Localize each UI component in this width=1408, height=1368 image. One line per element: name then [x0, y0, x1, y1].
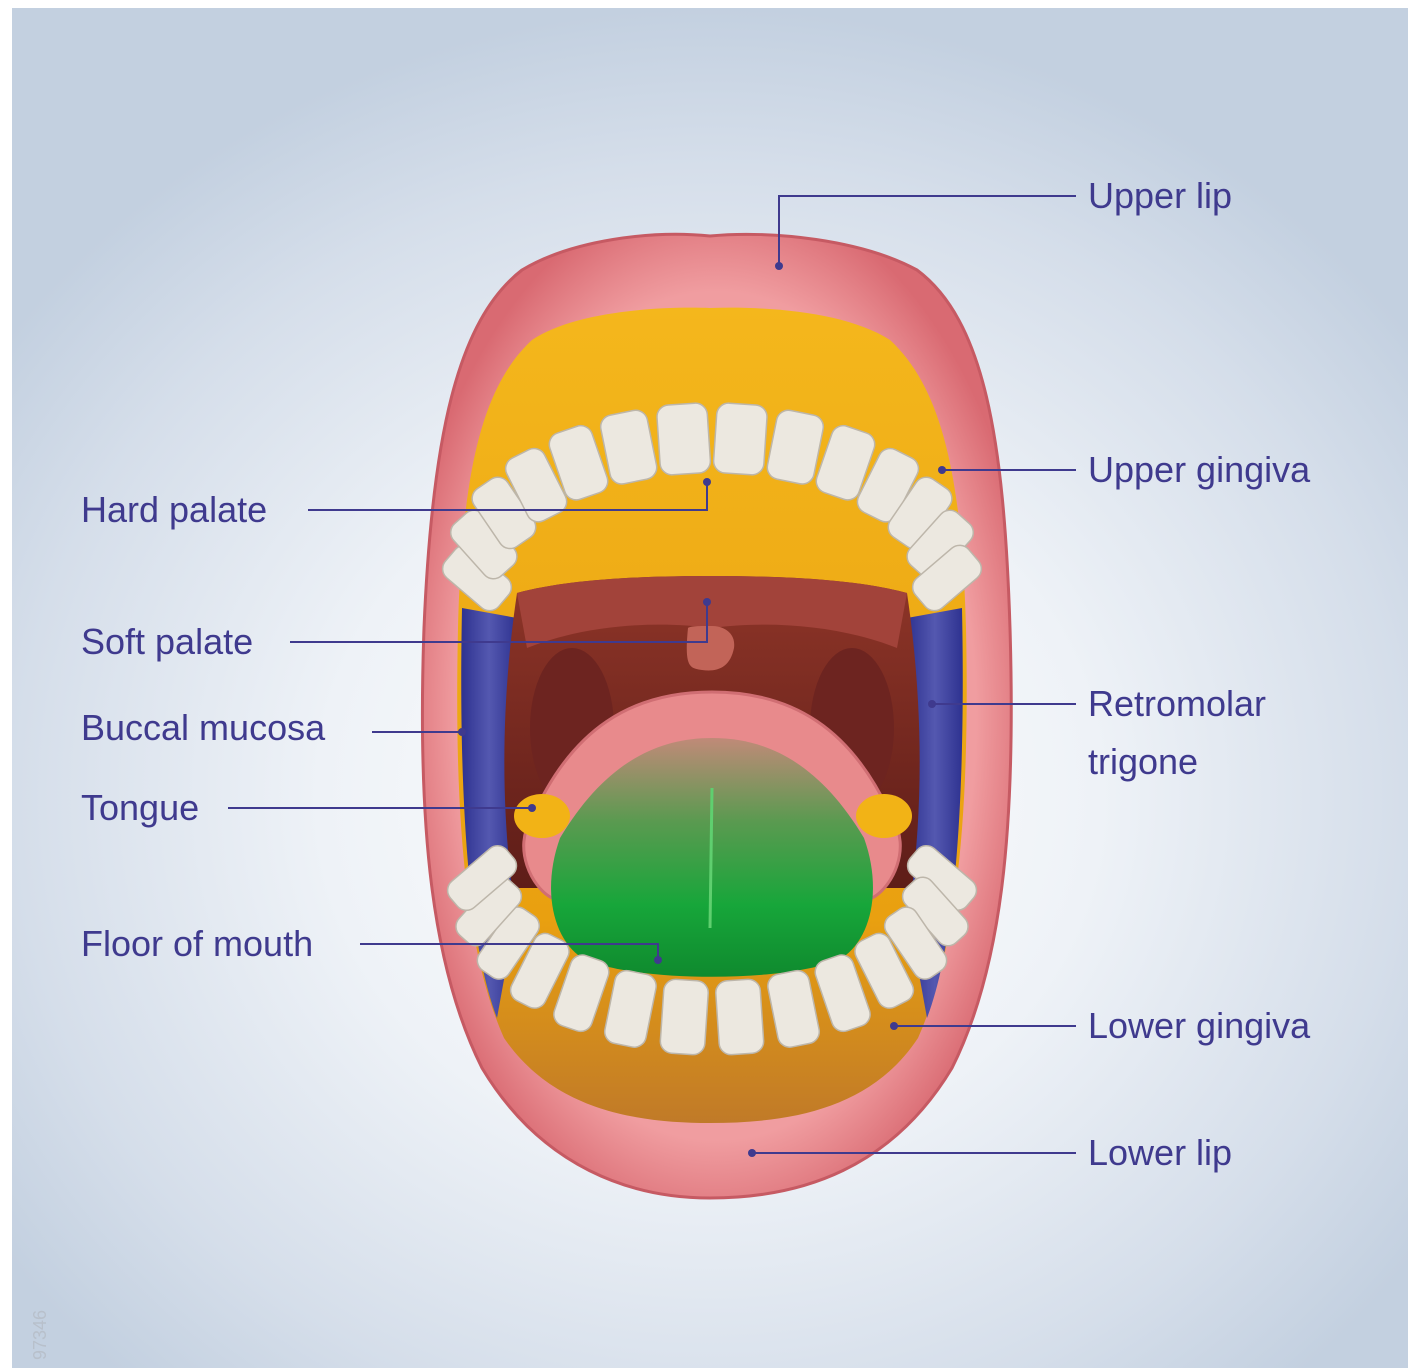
label-tongue: Tongue	[81, 779, 199, 837]
lower-tooth	[715, 979, 764, 1056]
dot-buccal-mucosa	[458, 728, 466, 736]
lingual-frenulum	[710, 788, 712, 928]
label-retromolar-trigone-line2: trigone	[1088, 733, 1266, 791]
dot-lower-gingiva	[890, 1022, 898, 1030]
left-tongue-corner	[514, 794, 570, 838]
label-lower-lip: Lower lip	[1088, 1124, 1232, 1182]
label-hard-palate: Hard palate	[81, 481, 267, 539]
label-retromolar-trigone: Retromolar trigone	[1088, 675, 1266, 791]
label-lower-gingiva: Lower gingiva	[1088, 997, 1310, 1055]
dot-retromolar-trigone	[928, 700, 936, 708]
lower-tooth	[660, 979, 709, 1056]
dot-floor-of-mouth	[654, 956, 662, 964]
figure-id: 97346	[30, 1310, 51, 1360]
right-tongue-corner	[856, 794, 912, 838]
dot-lower-lip	[748, 1149, 756, 1157]
label-upper-gingiva: Upper gingiva	[1088, 441, 1310, 499]
dot-upper-gingiva	[938, 466, 946, 474]
label-buccal-mucosa: Buccal mucosa	[81, 699, 325, 757]
label-floor-of-mouth: Floor of mouth	[81, 915, 313, 973]
diagram-canvas: Upper lip Upper gingiva Hard palate Soft…	[12, 8, 1408, 1368]
dot-soft-palate	[703, 598, 711, 606]
dot-tongue	[528, 804, 536, 812]
dot-hard-palate	[703, 478, 711, 486]
label-soft-palate: Soft palate	[81, 613, 253, 671]
upper-tooth	[713, 402, 768, 475]
dot-upper-lip	[775, 262, 783, 270]
upper-tooth	[656, 402, 711, 475]
label-upper-lip: Upper lip	[1088, 167, 1232, 225]
label-retromolar-trigone-line1: Retromolar	[1088, 675, 1266, 733]
